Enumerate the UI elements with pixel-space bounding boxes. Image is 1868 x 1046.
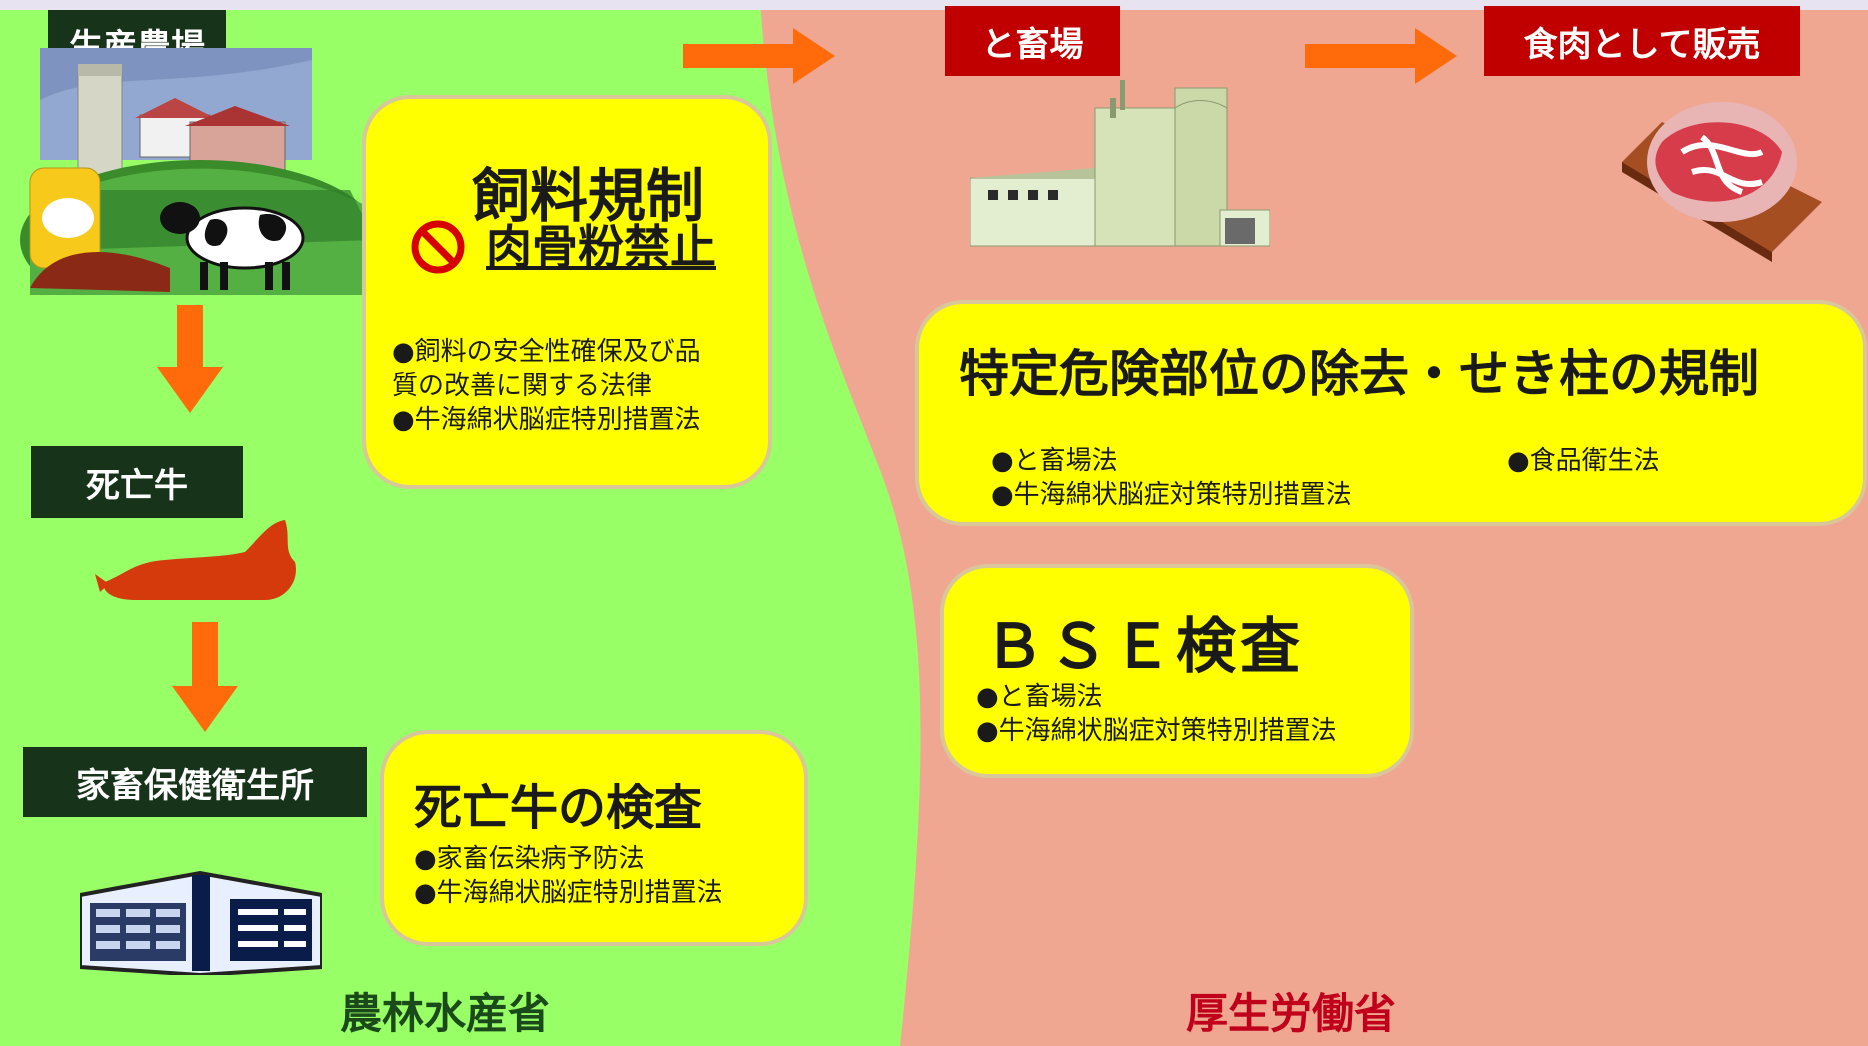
feed-box-subtitle: 肉骨粉禁止 xyxy=(486,220,716,274)
feed-box-title: 飼料規制 xyxy=(472,162,705,230)
arrow-right-icon xyxy=(1305,28,1457,84)
office-building-icon xyxy=(80,870,322,975)
dead-box-title: 死亡牛の検査 xyxy=(414,780,703,836)
bse-inspection-box: ＢＳＥ検査 ●と畜場法 ●牛海綿状脳症対策特別措置法 xyxy=(940,564,1414,778)
prohibited-icon xyxy=(411,220,465,274)
srm-law-1: ●と畜場法 xyxy=(991,446,1118,476)
feed-law-1-cont: 質の改善に関する法律 xyxy=(392,371,653,401)
health-center-label: 家畜保健衛生所 xyxy=(23,747,367,817)
bse-box-title: ＢＳＥ検査 xyxy=(984,612,1304,682)
srm-box-title: 特定危険部位の除去・せき柱の規制 xyxy=(959,345,1759,403)
slaughterhouse-label: と畜場 xyxy=(945,6,1120,76)
dead-cattle-label: 死亡牛 xyxy=(31,446,243,518)
arrow-right-icon xyxy=(683,28,835,84)
bse-law-2: ●牛海綿状脳症対策特別措置法 xyxy=(976,716,1337,746)
meat-icon xyxy=(1622,102,1822,262)
dead-law-1: ●家畜伝染病予防法 xyxy=(414,844,645,874)
dead-cow-icon xyxy=(95,520,296,600)
arrow-down-icon xyxy=(172,622,238,732)
factory-icon xyxy=(970,80,1270,247)
srm-law-2: ●食品衛生法 xyxy=(1507,446,1660,476)
mhlw-label: 厚生労働省 xyxy=(1186,989,1397,1038)
feed-regulation-box: 飼料規制 肉骨粉禁止 ●飼料の安全性確保及び品 質の改善に関する法律 ●牛海綿状… xyxy=(362,95,772,489)
maff-label: 農林水産省 xyxy=(340,989,551,1038)
srm-law-3: ●牛海綿状脳症対策特別措置法 xyxy=(991,480,1352,510)
dead-cattle-inspection-box: 死亡牛の検査 ●家畜伝染病予防法 ●牛海綿状脳症特別措置法 xyxy=(380,730,808,946)
farm-icon xyxy=(20,48,375,295)
arrow-down-icon xyxy=(157,305,223,413)
sale-label: 食肉として販売 xyxy=(1484,6,1800,76)
feed-law-1: ●飼料の安全性確保及び品 xyxy=(392,337,701,367)
bse-law-1: ●と畜場法 xyxy=(976,682,1103,712)
dead-law-2: ●牛海綿状脳症特別措置法 xyxy=(414,878,723,908)
feed-law-2: ●牛海綿状脳症特別措置法 xyxy=(392,405,701,435)
srm-removal-box: 特定危険部位の除去・せき柱の規制 ●と畜場法 ●食品衛生法 ●牛海綿状脳症対策特… xyxy=(915,300,1867,526)
cow-icon xyxy=(160,202,305,290)
